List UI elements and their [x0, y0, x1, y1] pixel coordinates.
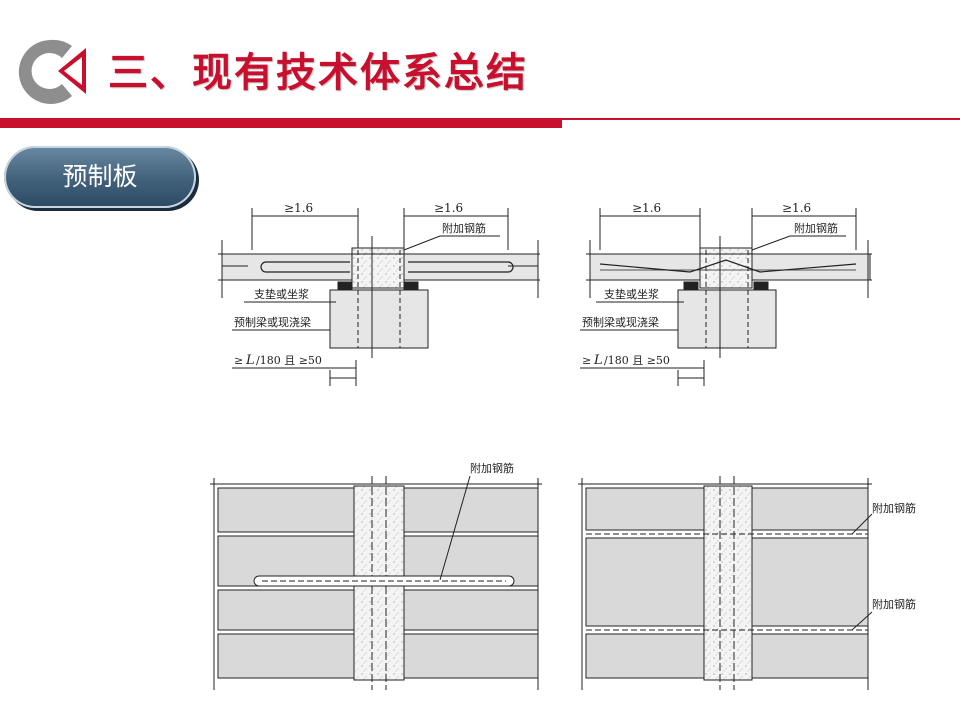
- bottom-callout-rest-r: /180 且 ≥50: [604, 354, 670, 367]
- bottom-callout-L: L: [245, 353, 255, 368]
- bottom-callout-prefix-r: ≥: [582, 354, 591, 367]
- section-tag: 预制板: [4, 146, 196, 208]
- section-diagram-right: [580, 208, 872, 386]
- section-right-labels: ≥1.6 ≥1.6 附加钢筋 支垫或坐浆 预制梁或现浇梁 ≥ L /180 且 …: [582, 201, 838, 368]
- dim-right-label-r: ≥1.6: [782, 201, 811, 215]
- bottom-callout-prefix: ≥: [234, 354, 243, 367]
- section-tag-label: 预制板: [62, 162, 138, 191]
- title-underline-thin: [562, 118, 960, 120]
- section-diagram-left: [218, 208, 540, 386]
- plan-right-rebar-callout-top: 附加钢筋: [872, 501, 916, 515]
- plan-right-rebar-callout-bottom: 附加钢筋: [872, 597, 916, 611]
- plan-diagram-right: [578, 476, 873, 690]
- beam-callout: 预制梁或现浇梁: [234, 315, 311, 329]
- bottom-callout-L-r: L: [593, 353, 603, 368]
- section-left-labels: ≥1.6 ≥1.6 附加钢筋 支垫或坐浆 预制梁或现浇梁 ≥ L /180 且 …: [234, 201, 486, 368]
- rebar-callout-r: 附加钢筋: [794, 221, 838, 235]
- dim-right-label: ≥1.6: [434, 201, 463, 215]
- title-underline: [0, 118, 562, 128]
- page-title: 三、现有技术体系总结: [108, 50, 528, 96]
- plan-diagram-left: [210, 475, 542, 690]
- bottom-callout-rest: /180 且 ≥50: [256, 354, 322, 367]
- beam-callout-r: 预制梁或现浇梁: [582, 315, 659, 329]
- plan-left-rebar-callout: 附加钢筋: [470, 461, 514, 475]
- company-logo-icon: [18, 39, 86, 104]
- support-callout-r: 支垫或坐浆: [604, 287, 659, 301]
- rebar-callout: 附加钢筋: [442, 221, 486, 235]
- dim-left-label: ≥1.6: [284, 201, 313, 215]
- support-callout: 支垫或坐浆: [254, 287, 309, 301]
- dim-left-label-r: ≥1.6: [632, 201, 661, 215]
